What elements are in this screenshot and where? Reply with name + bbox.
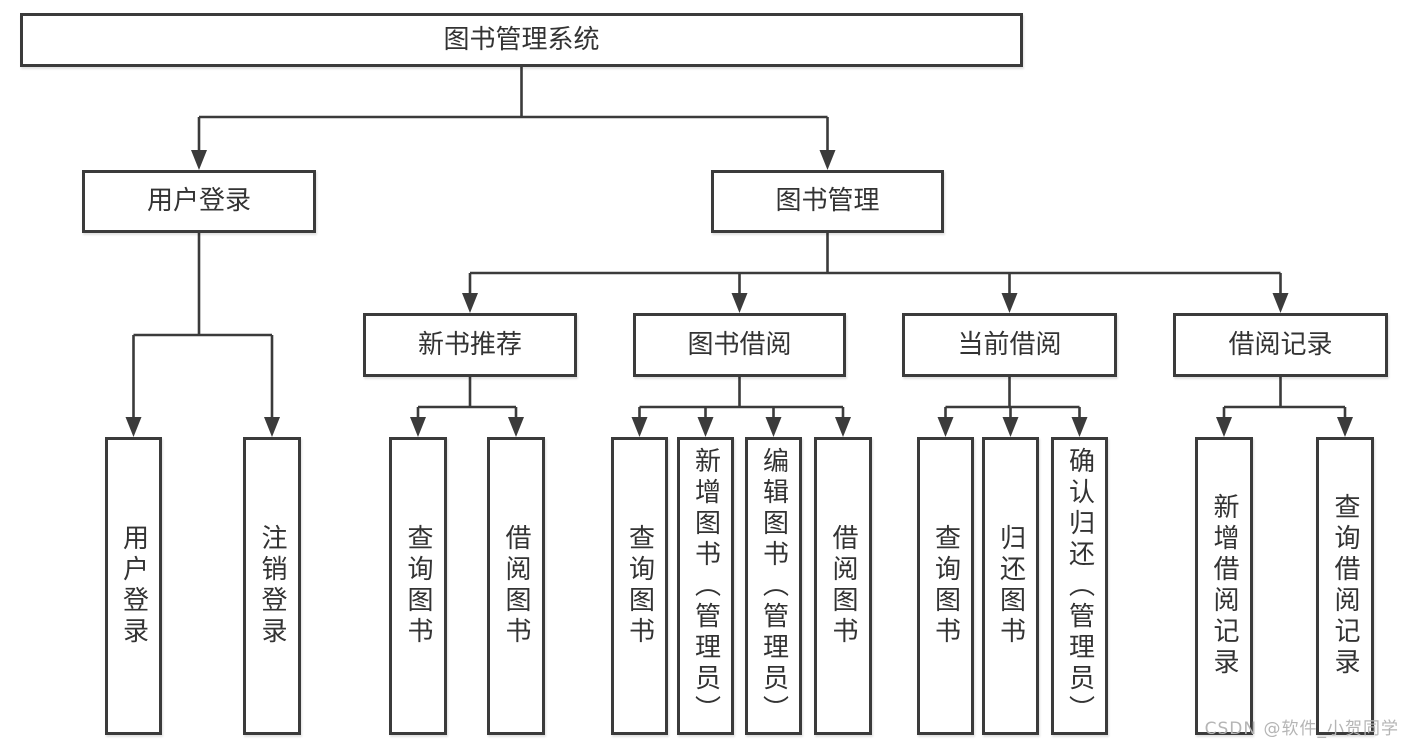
- node-book-management: 图书管理: [711, 170, 944, 233]
- node-current-borrow-label: 当前借阅: [957, 329, 1062, 360]
- leaf-return-books: 归还图书: [982, 437, 1039, 735]
- leaf-query-borrow-record: 查询借阅记录: [1316, 437, 1374, 735]
- node-root: 图书管理系统: [20, 13, 1023, 67]
- node-current-borrow: 当前借阅: [902, 313, 1117, 377]
- leaf-user-login: 用户登录: [105, 437, 162, 735]
- leaf-borrow-books: 借阅图书: [814, 437, 872, 735]
- watermark-text: CSDN @软件_小贺同学: [1204, 719, 1399, 739]
- node-user-login: 用户登录: [82, 170, 316, 233]
- leaf-query-books-recommend-label: 查询图书: [403, 524, 433, 648]
- leaf-add-borrow-record: 新增借阅记录: [1195, 437, 1253, 735]
- leaf-return-books-label: 归还图书: [995, 524, 1026, 648]
- leaf-logout-label: 注销登录: [257, 524, 287, 648]
- leaf-add-borrow-record-label: 新增借阅记录: [1209, 493, 1239, 679]
- leaf-logout: 注销登录: [243, 437, 301, 735]
- leaf-query-books-current-label: 查询图书: [930, 524, 961, 648]
- node-root-label: 图书管理系统: [443, 24, 600, 55]
- leaf-query-books-borrow: 查询图书: [611, 437, 668, 735]
- node-book-management-label: 图书管理: [775, 186, 880, 217]
- leaf-borrow-books-label: 借阅图书: [828, 524, 858, 648]
- leaf-query-books-recommend: 查询图书: [389, 437, 447, 735]
- leaf-edit-books-admin-label: 编辑图书（管理员）: [758, 446, 789, 726]
- leaf-add-books-admin: 新增图书（管理员）: [677, 437, 734, 735]
- leaf-add-books-admin-label: 新增图书（管理员）: [690, 446, 721, 726]
- leaf-confirm-return-admin: 确认归还（管理员）: [1051, 437, 1108, 735]
- node-book-borrow: 图书借阅: [633, 313, 846, 377]
- leaf-query-books-borrow-label: 查询图书: [624, 524, 655, 648]
- node-book-borrow-label: 图书借阅: [687, 329, 792, 360]
- leaf-user-login-label: 用户登录: [118, 524, 149, 648]
- leaf-query-borrow-record-label: 查询借阅记录: [1330, 493, 1360, 679]
- leaf-borrow-books-recommend-label: 借阅图书: [501, 524, 531, 648]
- node-user-login-label: 用户登录: [146, 186, 251, 217]
- node-borrow-records-label: 借阅记录: [1228, 329, 1333, 360]
- leaf-confirm-return-admin-label: 确认归还（管理员）: [1064, 446, 1095, 726]
- node-new-book-recommend-label: 新书推荐: [417, 329, 522, 360]
- leaf-query-books-current: 查询图书: [917, 437, 974, 735]
- node-borrow-records: 借阅记录: [1173, 313, 1388, 377]
- leaf-borrow-books-recommend: 借阅图书: [487, 437, 545, 735]
- leaf-edit-books-admin: 编辑图书（管理员）: [745, 437, 802, 735]
- node-new-book-recommend: 新书推荐: [363, 313, 577, 377]
